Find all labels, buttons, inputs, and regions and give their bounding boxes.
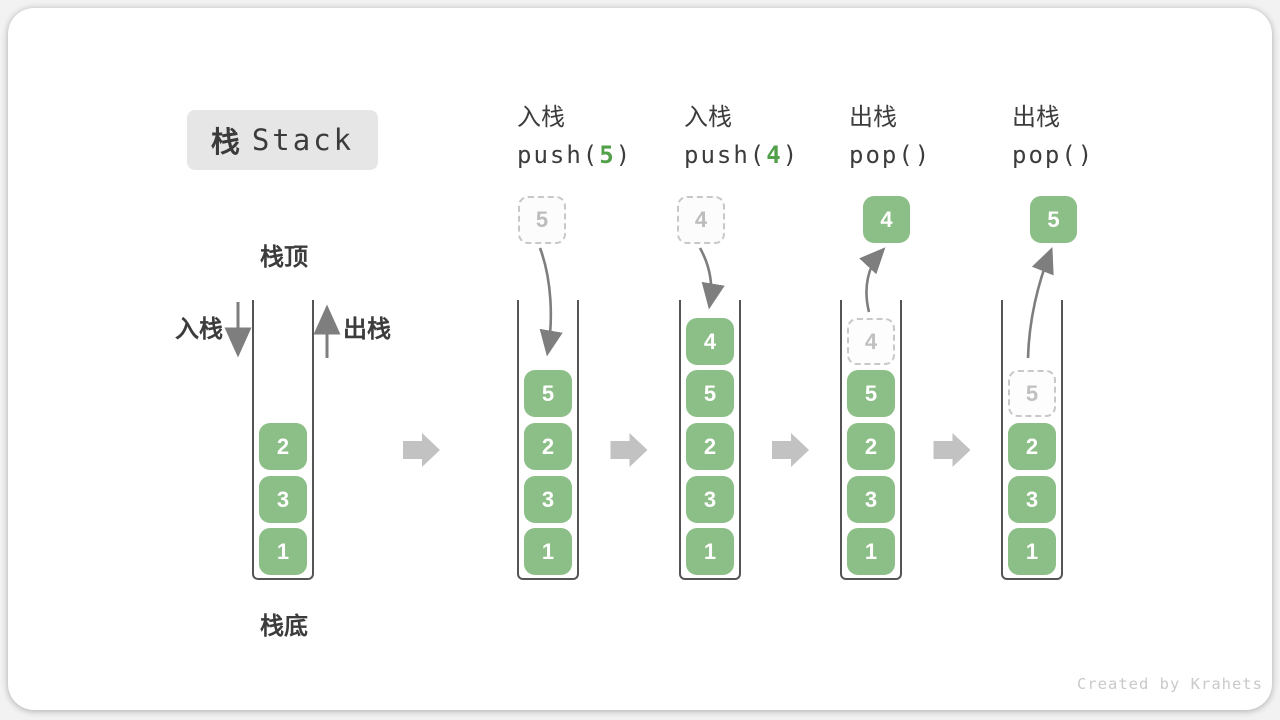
op-code: pop() bbox=[849, 141, 931, 169]
op-action-zh: 入栈 bbox=[517, 104, 565, 131]
stack-block: 1 bbox=[847, 528, 895, 575]
removed-element-ghost: 4 bbox=[847, 318, 895, 365]
code-post: ) bbox=[615, 141, 633, 169]
stack-block: 3 bbox=[524, 476, 572, 523]
stack-block: 5 bbox=[524, 370, 572, 417]
stack-container-after-pop-5: 5 2 3 1 bbox=[1001, 300, 1063, 580]
title-zh: 栈 bbox=[210, 127, 240, 159]
stack-block: 1 bbox=[524, 528, 572, 575]
op-caption-push-5: 入栈 push(5) bbox=[517, 104, 632, 169]
stack-block: 3 bbox=[259, 476, 307, 523]
stack-block: 3 bbox=[847, 476, 895, 523]
code-pre: pop( bbox=[1012, 141, 1078, 169]
stack-block: 2 bbox=[686, 423, 734, 470]
stack-block: 1 bbox=[686, 528, 734, 575]
incoming-element-box: 4 bbox=[677, 196, 725, 244]
op-action-zh: 入栈 bbox=[684, 104, 732, 131]
stack-container-after-push-5: 5 2 3 1 bbox=[517, 300, 579, 580]
op-code: push(4) bbox=[684, 141, 799, 169]
op-code: push(5) bbox=[517, 141, 632, 169]
stack-block: 1 bbox=[259, 528, 307, 575]
op-code: pop() bbox=[1012, 141, 1094, 169]
code-pre: pop( bbox=[849, 141, 915, 169]
stack-bottom-label: 栈底 bbox=[260, 613, 308, 640]
op-caption-pop-first: 出栈 pop() bbox=[849, 104, 931, 169]
popped-element-box: 5 bbox=[1030, 196, 1077, 243]
watermark: Created by Krahets bbox=[1077, 675, 1263, 693]
stack-container-initial: 2 3 1 bbox=[252, 300, 314, 580]
op-action-zh: 出栈 bbox=[849, 104, 897, 131]
code-post: ) bbox=[914, 141, 932, 169]
pop-direction-label: 出栈 bbox=[343, 316, 391, 343]
stack-block: 3 bbox=[1008, 476, 1056, 523]
stack-block: 5 bbox=[686, 370, 734, 417]
op-caption-push-4: 入栈 push(4) bbox=[684, 104, 799, 169]
popped-element-box: 4 bbox=[863, 196, 910, 243]
removed-element-ghost: 5 bbox=[1008, 370, 1056, 417]
stack-container-after-pop-4: 4 5 2 3 1 bbox=[840, 300, 902, 580]
code-pre: push( bbox=[684, 141, 767, 169]
stack-block: 2 bbox=[524, 423, 572, 470]
stack-block: 4 bbox=[686, 318, 734, 365]
stack-block: 2 bbox=[259, 423, 307, 470]
stack-block: 2 bbox=[1008, 423, 1056, 470]
push-direction-label: 入栈 bbox=[175, 316, 223, 343]
stack-container-after-push-4: 4 5 2 3 1 bbox=[679, 300, 741, 580]
incoming-element-box: 5 bbox=[518, 196, 566, 244]
stack-block: 2 bbox=[847, 423, 895, 470]
stack-block: 5 bbox=[847, 370, 895, 417]
op-caption-pop-second: 出栈 pop() bbox=[1012, 104, 1094, 169]
stack-block: 3 bbox=[686, 476, 734, 523]
code-pre: push( bbox=[517, 141, 600, 169]
stack-top-label: 栈顶 bbox=[260, 244, 308, 271]
code-post: ) bbox=[782, 141, 800, 169]
stack-block: 1 bbox=[1008, 528, 1056, 575]
code-post: ) bbox=[1077, 141, 1095, 169]
title-en: Stack bbox=[251, 123, 355, 157]
code-arg: 4 bbox=[766, 141, 783, 169]
code-arg: 5 bbox=[599, 141, 616, 169]
op-action-zh: 出栈 bbox=[1012, 104, 1060, 131]
title-box: 栈 Stack bbox=[187, 110, 378, 170]
